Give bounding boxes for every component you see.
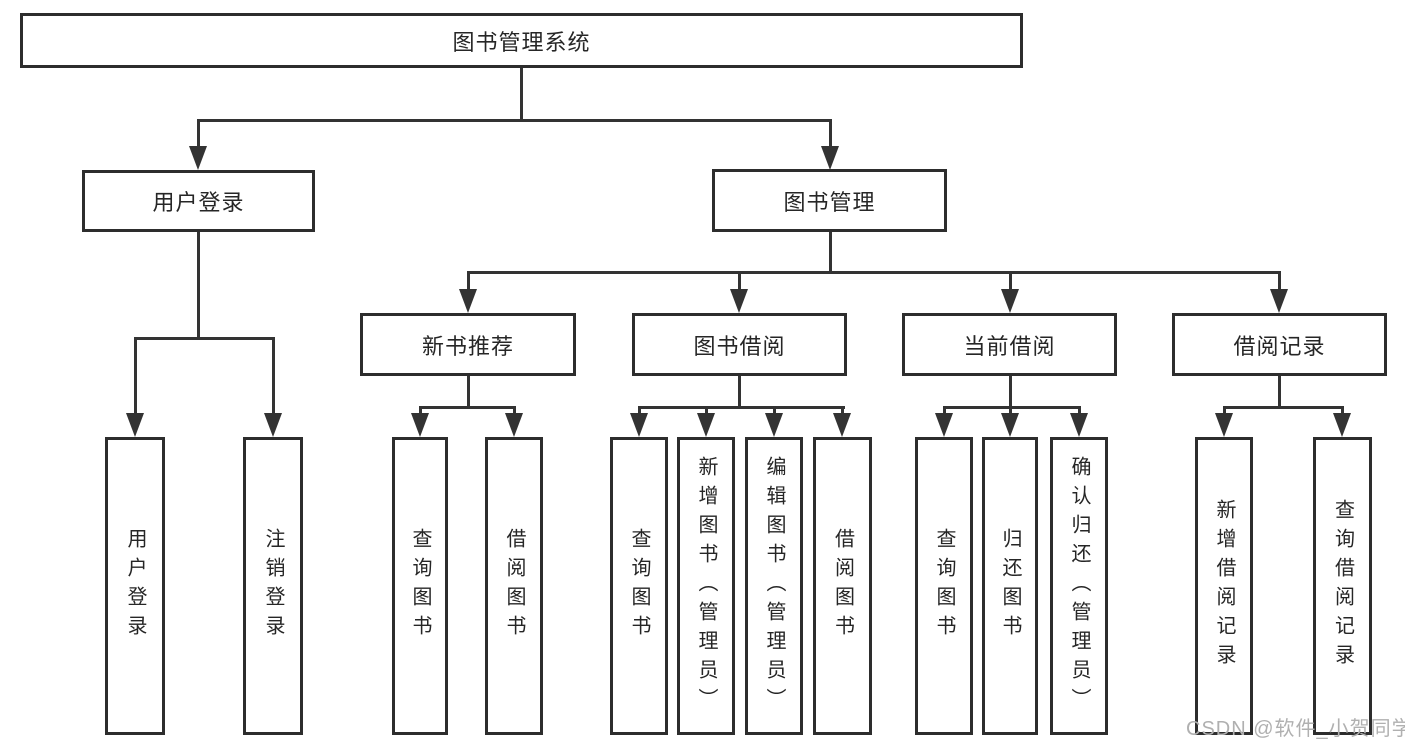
connector-user-login-stem (197, 232, 200, 338)
node-library-management-system: 图书管理系统 (20, 13, 1023, 68)
leaf-query-borrow-record: 查询借阅记录 (1313, 437, 1372, 735)
leaf-query-books-borrowing: 查询图书 (610, 437, 668, 735)
leaf-borrow-books-recommend: 借阅图书 (485, 437, 543, 735)
leaf-add-borrow-record: 新增借阅记录 (1195, 437, 1253, 735)
node-user-login: 用户登录 (82, 170, 315, 232)
connector-book-borrow-rail (638, 406, 845, 409)
csdn-watermark: CSDN @软件_小贺同学 (1186, 718, 1405, 740)
connector-root-rail (197, 119, 832, 122)
node-borrowing-records: 借阅记录 (1172, 313, 1387, 376)
connector-book-borrow-stem (738, 376, 741, 407)
connector-book-mgmt-stem (829, 232, 832, 272)
node-new-book-recommend: 新书推荐 (360, 313, 576, 376)
leaf-confirm-return-admin: 确认归还（管理员） (1050, 437, 1108, 735)
node-current-borrowing: 当前借阅 (902, 313, 1117, 376)
connector-book-mgmt-rail (467, 271, 1281, 274)
leaf-edit-books-admin: 编辑图书（管理员） (745, 437, 803, 735)
leaf-user-login: 用户登录 (105, 437, 165, 735)
node-book-management: 图书管理 (712, 169, 947, 232)
connector-user-login-rail (134, 337, 275, 340)
connector-new-book-rail (419, 406, 516, 409)
leaf-add-books-admin: 新增图书（管理员） (677, 437, 735, 735)
connector-root-stem (520, 68, 523, 120)
node-book-borrowing: 图书借阅 (632, 313, 847, 376)
leaf-logout: 注销登录 (243, 437, 303, 735)
leaf-borrow-books: 借阅图书 (813, 437, 872, 735)
connector-new-book-stem (467, 376, 470, 407)
leaf-return-books: 归还图书 (982, 437, 1038, 735)
connector-current-borrow-stem (1009, 376, 1012, 407)
leaf-query-books-recommend: 查询图书 (392, 437, 448, 735)
connector-records-stem (1278, 376, 1281, 407)
connector-records-rail (1223, 406, 1344, 409)
connector-current-borrow-rail (943, 406, 1081, 409)
leaf-query-books-current: 查询图书 (915, 437, 973, 735)
